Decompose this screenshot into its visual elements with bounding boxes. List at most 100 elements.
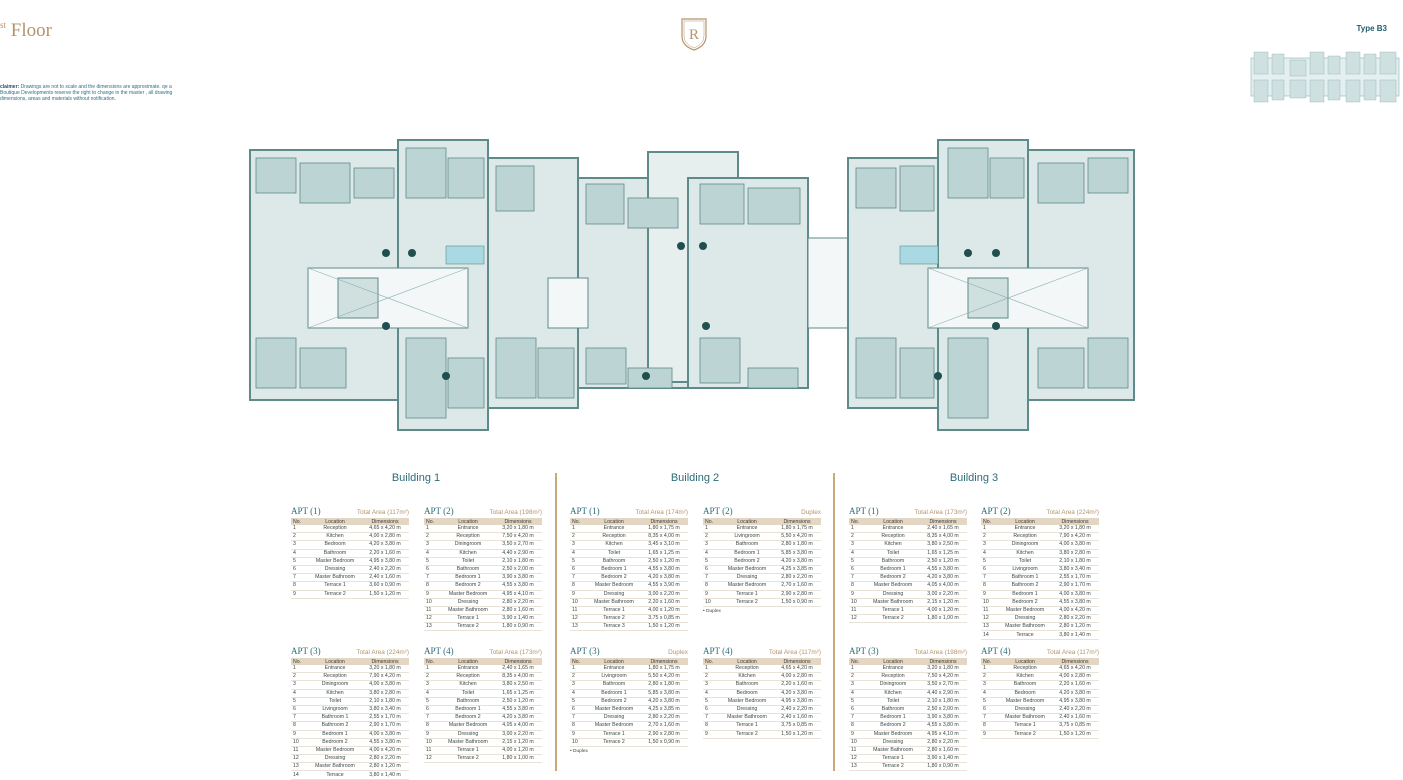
room-number: 5 (703, 557, 721, 566)
room-location: Terrace 3 (588, 622, 640, 632)
room-location: Dressing (588, 713, 640, 723)
room-number: 10 (849, 598, 867, 607)
room-location: Bedroom 1 (867, 713, 919, 723)
room-location: Bedroom 1 (588, 689, 640, 698)
col-header-location: Location (588, 518, 640, 525)
floor-plan-drawing (248, 138, 1136, 444)
room-location: Bedroom 1 (442, 573, 494, 583)
room-dimensions: 4,00 x 3,80 m (1051, 590, 1099, 599)
room-dimensions: 3,80 x 3,40 m (1051, 565, 1099, 575)
room-location: Toilet (867, 549, 919, 558)
room-location: Entrance (588, 665, 640, 674)
room-number: 4 (981, 689, 999, 698)
room-location: Master Bedroom (867, 581, 919, 591)
room-location: Toilet (309, 697, 361, 706)
col-header-location: Location (999, 658, 1051, 665)
room-location: Master Bathroom (309, 762, 361, 772)
room-number: 9 (424, 730, 442, 739)
room-number: 6 (291, 565, 309, 575)
room-dimensions: 2,90 x 1,70 m (1051, 581, 1099, 591)
room-dimensions: 3,45 x 3,10 m (640, 540, 688, 550)
room-location: Diningroom (867, 680, 919, 690)
room-location: Master Bedroom (867, 730, 919, 739)
room-dimensions: 2,40 x 1,60 m (361, 573, 409, 583)
room-number: 7 (424, 573, 442, 583)
room-location: Master Bedroom (442, 590, 494, 599)
room-number: 7 (570, 573, 588, 583)
room-number: 3 (703, 680, 721, 690)
room-location: Master Bedroom (721, 565, 773, 575)
room-dimensions: 4,95 x 4,10 m (919, 730, 967, 739)
room-dimensions: 2,80 x 2,20 m (773, 573, 821, 583)
room-number: 4 (849, 549, 867, 558)
room-location: Bedroom 1 (442, 705, 494, 715)
room-number: 6 (981, 565, 999, 575)
room-dimensions: 7,50 x 4,20 m (494, 532, 542, 542)
room-dimensions: 1,50 x 1,20 m (361, 590, 409, 599)
room-location: Kitchen (442, 549, 494, 558)
room-location: Terrace 1 (442, 614, 494, 624)
room-location: Terrace (309, 770, 361, 780)
disclaimer-text: Drawings are not to scale and the dimens… (0, 84, 173, 102)
room-dimensions: 8,35 x 4,00 m (919, 532, 967, 542)
col-header-no: No. (291, 518, 309, 525)
room-dimensions: 2,40 x 2,20 m (1051, 705, 1099, 715)
room-number: 5 (424, 557, 442, 566)
room-location: Terrace 2 (721, 598, 773, 607)
room-dimensions: 1,50 x 0,90 m (640, 738, 688, 747)
room-location: Terrace 1 (721, 590, 773, 599)
room-location: Reception (721, 665, 773, 674)
key-plan-thumbnail (1250, 51, 1400, 103)
room-location: Terrace 1 (588, 730, 640, 739)
room-number: 2 (849, 672, 867, 682)
room-dimensions: 2,90 x 1,70 m (361, 721, 409, 731)
room-location: Master Bathroom (721, 713, 773, 723)
apartment-header: APT (4)Total Area (173m²) (424, 646, 542, 658)
room-dimensions: 4,55 x 3,80 m (1051, 598, 1099, 607)
room-number: 14 (981, 630, 999, 640)
room-number: 3 (849, 540, 867, 550)
room-location: Master Bathroom (588, 598, 640, 607)
room-dimensions: 2,80 x 1,20 m (361, 762, 409, 772)
room-dimensions: 4,55 x 3,80 m (919, 565, 967, 575)
room-location: Terrace 2 (588, 614, 640, 624)
room-dimensions: 1,50 x 1,20 m (773, 730, 821, 739)
room-location: Bathroom (309, 549, 361, 558)
room-number: 11 (291, 746, 309, 756)
apartment-area: Total Area (174m²) (635, 509, 688, 516)
room-dimensions: 3,80 x 2,50 m (919, 540, 967, 550)
room-dimensions: 4,20 x 3,80 m (361, 540, 409, 550)
col-header-no: No. (703, 518, 721, 525)
room-number: 7 (424, 713, 442, 723)
room-dimensions: 3,80 x 2,80 m (1051, 549, 1099, 558)
room-dimensions: 2,70 x 1,60 m (773, 581, 821, 591)
room-location: Bedroom 1 (867, 565, 919, 575)
room-number: 7 (291, 713, 309, 723)
room-location: Entrance (309, 665, 361, 674)
room-dimensions: 4,00 x 1,20 m (494, 746, 542, 756)
room-dimensions: 8,35 x 4,00 m (640, 532, 688, 542)
room-number: 4 (291, 689, 309, 698)
room-location: Kitchen (588, 540, 640, 550)
apartment-area: Total Area (224m²) (1046, 509, 1099, 516)
